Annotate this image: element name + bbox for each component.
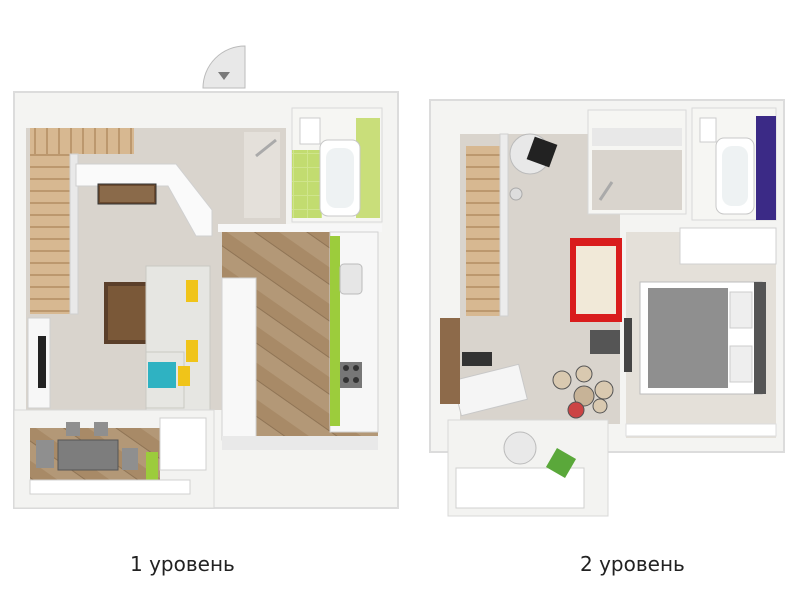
balcony-armchair [503,431,537,465]
level-1-label: 1 уровень [130,552,235,576]
level-2-label: 2 уровень [580,552,685,576]
kitchen-island [221,277,257,441]
drum-kit [552,365,614,419]
staircase-2 [466,146,500,316]
level-1-plan [13,45,399,509]
level-2-plan [429,99,785,517]
staircase-1 [30,128,74,314]
dining-table [57,439,119,471]
entry-door-swing [202,45,246,89]
